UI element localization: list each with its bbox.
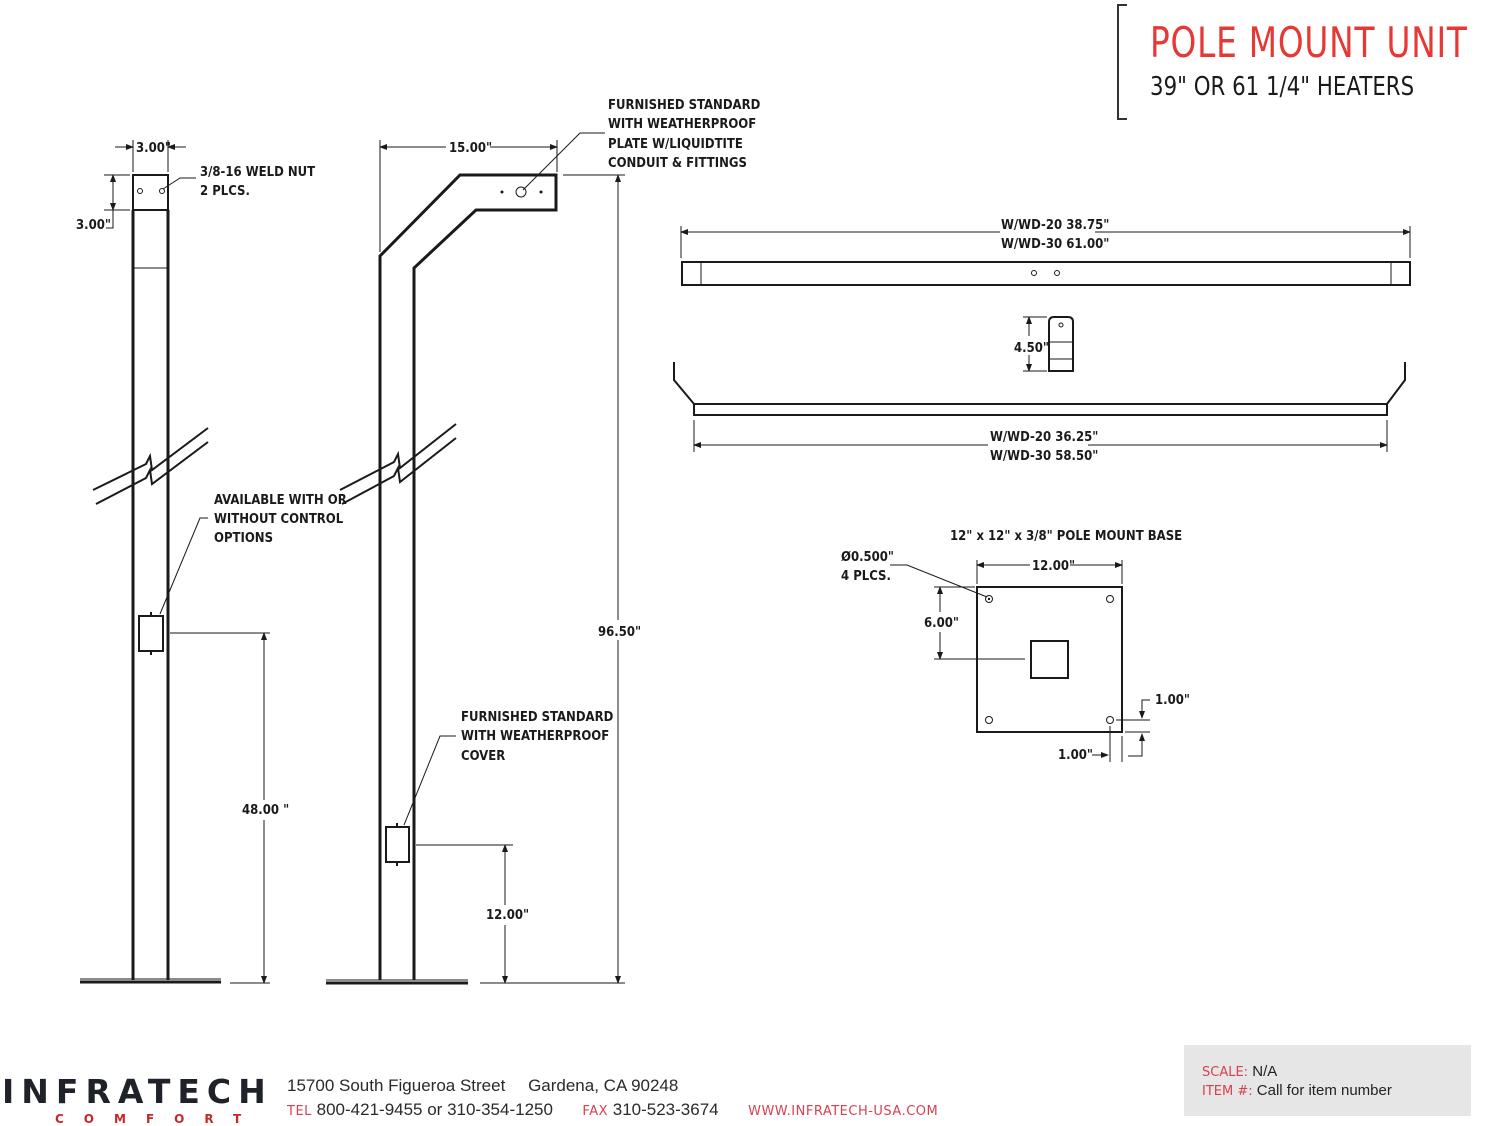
mounting-hole xyxy=(985,595,993,603)
dim-cover-height: 12.00" xyxy=(486,908,529,923)
item-row: ITEM #: Call for item number xyxy=(1202,1082,1392,1099)
dim-bracket-height: 4.50" xyxy=(1014,341,1049,356)
heater-body xyxy=(681,261,1411,286)
pole-mount-base-view: 12" x 12" x 3/8" POLE MOUNT BASE Ø0.500"… xyxy=(841,529,1190,763)
dim-socket-center: 6.00" xyxy=(924,616,959,631)
tel-label: TEL xyxy=(287,1104,312,1119)
note-control-line3: OPTIONS xyxy=(214,531,273,546)
pole-socket xyxy=(1030,640,1069,679)
dim-hole-edge-horizontal: 1.00" xyxy=(1058,748,1093,763)
title-bracket xyxy=(1117,4,1127,120)
note-weld-nut-line2: 2 PLCS. xyxy=(200,184,250,199)
pole-cap xyxy=(132,174,169,211)
dim-base-width: 12.00" xyxy=(1032,559,1075,574)
conduit-hole xyxy=(515,186,527,198)
address-city: Gardena, CA 90248 xyxy=(528,1076,679,1095)
control-box xyxy=(138,615,164,652)
note-control-line2: WITHOUT CONTROL xyxy=(214,512,344,527)
fax-label: FAX xyxy=(582,1104,609,1119)
company-address: 15700 South Figueroa Street Gardena, CA … xyxy=(287,1076,696,1096)
tel-value: 800-421-9455 or 310-354-1250 xyxy=(316,1100,553,1119)
mounting-hole xyxy=(985,716,993,724)
note-weld-nut-line1: 3/8-16 WELD NUT xyxy=(200,165,315,180)
dim-overall-height: 96.50" xyxy=(598,625,641,640)
note-plate-line1: FURNISHED STANDARD xyxy=(608,98,761,113)
scale-value: N/A xyxy=(1252,1063,1278,1080)
dim-heater-side-wd30: W/WD-30 58.50" xyxy=(990,449,1098,464)
website-link[interactable]: WWW.INFRATECH-USA.COM xyxy=(748,1104,939,1119)
fax-value: 310-523-3674 xyxy=(612,1100,719,1119)
note-hole-count: 4 PLCS. xyxy=(841,569,891,584)
mounting-hole xyxy=(1106,716,1114,724)
note-plate-line4: CONDUIT & FITTINGS xyxy=(608,156,747,171)
note-cover-line3: COVER xyxy=(461,749,505,764)
note-cover-line1: FURNISHED STANDARD xyxy=(461,710,614,725)
heater-top-view: W/WD-20 38.75" W/WD-30 61.00" xyxy=(680,218,1411,286)
dim-pole-width: 3.00" xyxy=(136,141,171,156)
logo-wordmark: INFRATECH xyxy=(2,1072,273,1111)
title-block: POLE MOUNT UNIT 39" OR 61 1/4" HEATERS xyxy=(1117,4,1497,120)
weatherproof-cover xyxy=(385,826,410,863)
dim-cap-height: 3.00" xyxy=(76,218,111,233)
dim-hole-edge-vertical: 1.00" xyxy=(1155,693,1190,708)
logo-tagline: COMFORT xyxy=(55,1112,262,1126)
weld-nut-hole xyxy=(137,188,143,194)
note-hole-size: Ø0.500" xyxy=(841,550,894,565)
scale-row: SCALE: N/A xyxy=(1202,1063,1277,1080)
company-logo: INFRATECH COMFORT xyxy=(0,1072,266,1126)
scale-label: SCALE: xyxy=(1202,1065,1249,1080)
note-control-line1: AVAILABLE WITH OR xyxy=(214,493,347,508)
mounting-hole xyxy=(1106,595,1114,603)
heater-side-view: W/WD-20 36.25" W/WD-30 58.50" xyxy=(673,362,1406,464)
company-contact: TEL 800-421-9455 or 310-354-1250 FAX 310… xyxy=(287,1100,938,1120)
note-plate-line3: PLATE W/LIQUIDTITE xyxy=(608,137,743,152)
page-title: POLE MOUNT UNIT xyxy=(1150,18,1468,67)
dim-heater-length-wd20: W/WD-20 38.75" xyxy=(1001,218,1109,233)
base-title: 12" x 12" x 3/8" POLE MOUNT BASE xyxy=(950,529,1182,544)
dim-heater-side-wd20: W/WD-20 36.25" xyxy=(990,430,1098,445)
note-plate-line2: WITH WEATHERPROOF xyxy=(608,117,756,132)
dim-arm-length: 15.00" xyxy=(449,141,492,156)
left-pole-view: 3.00" 3.00" 3/8-16 WELD NUT 2 PLCS. AVAI… xyxy=(76,140,347,984)
drawing-info-box: SCALE: N/A ITEM #: Call for item number xyxy=(1184,1045,1471,1116)
dim-control-height: 48.00 " xyxy=(242,803,289,818)
right-pole-view: 15.00" FURNISHED STANDARD WITH WEATHERPR… xyxy=(326,98,761,985)
item-value: Call for item number xyxy=(1256,1082,1392,1099)
break-line-symbol xyxy=(92,427,209,505)
page-subtitle: 39" OR 61 1/4" HEATERS xyxy=(1150,72,1415,102)
item-label: ITEM #: xyxy=(1202,1084,1253,1099)
mounting-bracket: 4.50" xyxy=(1014,316,1074,372)
note-cover-line2: WITH WEATHERPROOF xyxy=(461,729,609,744)
address-street: 15700 South Figueroa Street xyxy=(287,1076,506,1095)
dim-heater-length-wd30: W/WD-30 61.00" xyxy=(1001,237,1109,252)
weld-nut-hole xyxy=(159,188,165,194)
